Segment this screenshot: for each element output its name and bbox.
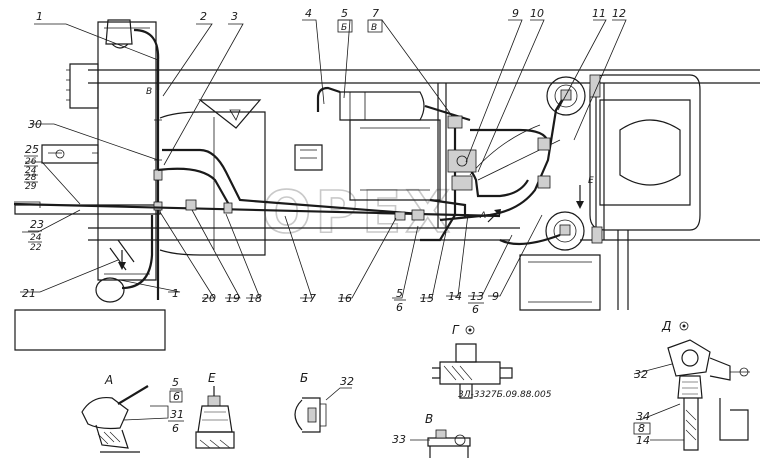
front-bumper <box>14 309 166 351</box>
callout-6-stack: 6 <box>472 303 479 316</box>
view-d-title: Д <box>661 319 671 333</box>
view-a-callout-5: 5 <box>172 376 179 389</box>
view-v-title: В <box>425 412 433 426</box>
callout-1-top: 1 <box>36 10 43 23</box>
ref-v-letter: В <box>371 23 377 33</box>
callout-12: 12 <box>612 7 626 20</box>
callout-3: 3 <box>231 10 238 23</box>
view-d-callout-8: 8 <box>638 422 645 435</box>
view-a-title: А <box>104 373 113 387</box>
view-d-callout-14: 14 <box>636 434 650 447</box>
callout-leaders <box>20 19 627 299</box>
callout-25: 25 <box>25 143 39 156</box>
view-b-title: Б <box>300 371 308 385</box>
callout-29: 29 <box>25 182 37 192</box>
callout-28: 28 <box>25 173 37 183</box>
callout-24-stack: 24 <box>25 166 37 176</box>
view-a-callout-6: 6 <box>173 390 180 403</box>
view-e-detail: Е <box>195 371 235 449</box>
callout-11: 11 <box>592 7 606 20</box>
fuel-tank <box>159 99 266 256</box>
front-axle <box>14 204 161 215</box>
callout-18: 18 <box>248 292 262 305</box>
brake-valve-cylinder <box>316 86 471 122</box>
callout-20: 20 <box>202 292 216 305</box>
callout-4: 4 <box>305 7 312 20</box>
callout-9-bottom: 9 <box>492 290 499 303</box>
view-g-detail: Г 3Л-3327Б.09.88.005 <box>432 323 552 400</box>
view-v-detail: В 33 <box>392 412 471 458</box>
callout-24: 24 <box>30 233 42 243</box>
view-b-callout-32: 32 <box>340 375 354 388</box>
view-a-arrow-letter: А <box>479 211 486 221</box>
callout-2: 2 <box>200 10 207 23</box>
front-wheel <box>66 21 157 281</box>
callout-1-bottom: 1 <box>172 287 179 300</box>
view-v-small-ref: В <box>146 87 152 97</box>
view-a-detail: А 5 6 31 6 <box>81 373 184 453</box>
callout-16: 16 <box>338 292 352 305</box>
callout-15: 15 <box>420 292 434 305</box>
bumper-bracket <box>41 144 99 164</box>
view-g-title: Г <box>452 323 460 337</box>
callout-7: 7 <box>372 7 379 20</box>
callout-19: 19 <box>226 292 240 305</box>
callout-26: 26 <box>25 157 37 167</box>
callout-13: 13 <box>470 290 484 303</box>
view-v-callout-33: 33 <box>392 433 406 446</box>
callout-5-bottom: 5 <box>396 287 403 300</box>
callout-23: 23 <box>30 218 44 231</box>
callout-stack-22-24: 23 24 22 <box>28 218 44 253</box>
callout-6-bottom: 6 <box>396 301 403 314</box>
valve-cluster <box>185 74 603 244</box>
callout-5: 5 <box>341 7 348 20</box>
callout-stack-5-6: 5 6 <box>394 287 406 314</box>
callout-22: 22 <box>30 243 42 253</box>
callout-stack-25-29: 25 26 24 28 29 <box>24 143 39 192</box>
callout-10: 10 <box>530 7 544 20</box>
view-b-detail: Б 32 <box>294 371 354 433</box>
view-a-callout-6b: 6 <box>172 422 179 435</box>
callout-stack-13-6: 13 6 <box>468 290 484 316</box>
ref-b-letter: Б <box>341 23 347 33</box>
view-e-title: Е <box>208 371 216 385</box>
rear-axle <box>519 74 701 311</box>
callout-9-top: 9 <box>512 7 519 20</box>
view-arrows <box>118 185 584 270</box>
front-brake-chamber-upper <box>105 19 160 90</box>
view-d-callout-32: 32 <box>634 368 648 381</box>
callout-30: 30 <box>28 118 42 131</box>
rear-brake-chamber-lower <box>545 211 585 251</box>
view-e-arrow-letter: Е <box>588 176 594 186</box>
ref-box-v <box>367 19 383 33</box>
view-d-detail: Д 32 34 8 14 <box>633 319 750 451</box>
view-d-callout-34: 34 <box>636 410 650 423</box>
callout-17: 17 <box>302 292 316 305</box>
callout-14: 14 <box>448 290 462 303</box>
view-a-callout-31: 31 <box>170 408 184 421</box>
callout-21: 21 <box>22 287 36 300</box>
part-number-label: 3Л-3327Б.09.88.005 <box>458 390 552 400</box>
ref-box-b <box>337 19 353 33</box>
